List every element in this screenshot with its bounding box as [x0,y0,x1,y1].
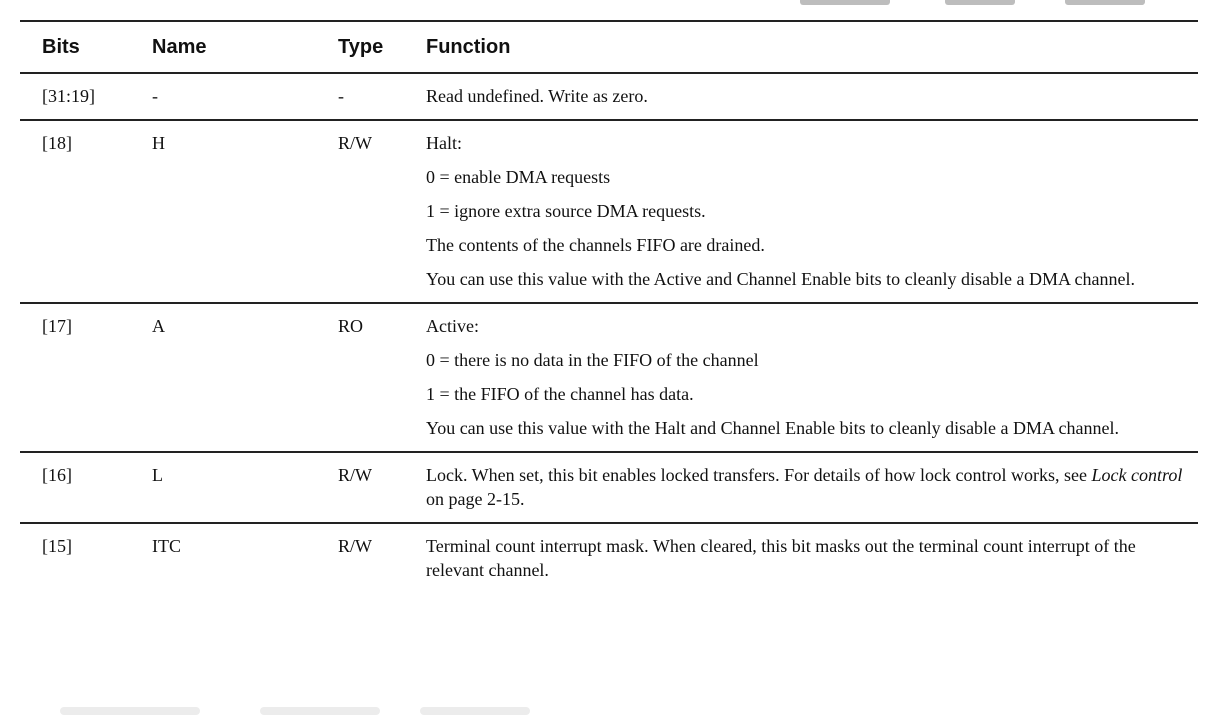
table-header: Bits Name Type Function [20,20,1198,74]
table-row: [17] A RO Active: 0 = there is no data i… [20,303,1198,453]
function-line: The contents of the channels FIFO are dr… [426,235,765,255]
function-line: Lock. When set, this bit enables locked … [426,463,1198,511]
cell-function: Active: 0 = there is no data in the FIFO… [402,303,1198,453]
cell-function: Lock. When set, this bit enables locked … [402,452,1198,524]
cell-type: RO [316,303,402,453]
function-text: Lock. When set, this bit enables locked … [426,465,1092,485]
cell-type: R/W [316,452,402,524]
function-line: 0 = there is no data in the FIFO of the … [426,350,759,370]
cell-bits: [16] [20,452,130,524]
cell-bits: [18] [20,120,130,304]
table-row: [18] H R/W Halt: 0 = enable DMA requests… [20,120,1198,304]
table-body: [31:19] - - Read undefined. Write as zer… [20,73,1198,593]
bottom-edge-shading [0,704,1222,718]
cell-type: R/W [338,536,372,556]
register-bit-table: Bits Name Type Function [31:19] - - Read… [20,20,1198,593]
cell-name: - [130,73,316,121]
header-bits: Bits [20,20,130,74]
table-row: [16] L R/W Lock. When set, this bit enab… [20,452,1198,524]
header-row: Bits Name Type Function [20,20,1198,74]
cell-name: L [130,452,316,524]
cell-function: Read undefined. Write as zero. [402,73,1198,121]
lock-control-reference: Lock control [1091,465,1183,485]
cell-type: R/W [316,120,402,304]
cell-name: ITC [152,536,181,556]
table-row: [31:19] - - Read undefined. Write as zer… [20,73,1198,121]
function-line: You can use this value with the Active a… [426,269,1136,289]
function-line: You can use this value with the Halt and… [426,418,1120,438]
cell-function: Terminal count interrupt mask. When clea… [402,523,1198,593]
cell-bits: [31:19] [20,73,130,121]
function-line: Active: [426,316,479,336]
function-line: 1 = the FIFO of the channel has data. [426,384,694,404]
function-line: Halt: [426,133,462,153]
top-edge-marks [760,0,1180,10]
cell-name: A [130,303,316,453]
cell-name: H [130,120,316,304]
cell-bits: [17] [20,303,130,453]
header-type: Type [316,20,402,74]
header-name: Name [130,20,316,74]
header-function: Function [402,20,1198,74]
cell-bits: [15] [42,536,72,556]
function-line: Read undefined. Write as zero. [426,86,648,106]
cell-function: Halt: 0 = enable DMA requests 1 = ignore… [402,120,1198,304]
function-text: on page 2-15. [426,489,525,509]
function-line: Terminal count interrupt mask. When clea… [426,536,1136,580]
cell-type: - [316,73,402,121]
function-line: 0 = enable DMA requests [426,167,611,187]
function-line: 1 = ignore extra source DMA requests. [426,201,706,221]
table-row: [15] ITC R/W Terminal count interrupt ma… [20,523,1198,593]
